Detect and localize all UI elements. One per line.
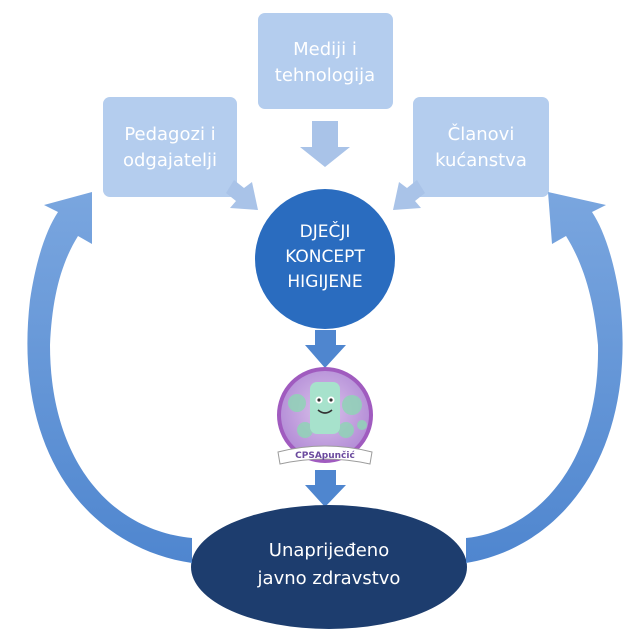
public-health-ellipse: Unaprijeđeno javno zdravstvo — [191, 505, 467, 629]
arrow-household-to-center — [393, 180, 425, 210]
soap-mascot-logo: CPSApunčić — [277, 367, 373, 465]
center-line3: HIGIJENE — [287, 272, 362, 292]
center-concept-circle: DJEČJI KONCEPT HIGIJENE — [255, 189, 395, 329]
box-media: Mediji i tehnologija — [258, 13, 393, 109]
public-health-line2: javno zdravstvo — [257, 568, 401, 589]
right-feedback-arrow — [466, 192, 623, 563]
public-health-line1: Unaprijeđeno — [269, 540, 389, 561]
box-educators-line1: Pedagozi i — [124, 124, 215, 145]
center-line2: KONCEPT — [285, 247, 365, 267]
arrow-media-to-center — [300, 121, 350, 167]
box-household: Članovi kućanstva — [413, 97, 549, 197]
center-line1: DJEČJI — [300, 220, 351, 242]
box-educators: Pedagozi i odgajatelji — [103, 97, 237, 197]
box-household-line2: kućanstva — [435, 150, 527, 171]
box-household-line1: Članovi — [448, 123, 515, 145]
box-educators-line2: odgajatelji — [123, 150, 217, 171]
left-feedback-arrow — [27, 192, 192, 563]
box-media-line2: tehnologija — [275, 65, 375, 86]
arrow-center-to-logo — [305, 330, 346, 368]
box-media-line1: Mediji i — [293, 39, 357, 60]
arrow-logo-to-public-health — [305, 470, 346, 507]
arrow-educators-to-center — [226, 180, 258, 210]
soap-mascot-icon — [310, 382, 340, 434]
logo-label: CPSApunčić — [295, 450, 355, 461]
